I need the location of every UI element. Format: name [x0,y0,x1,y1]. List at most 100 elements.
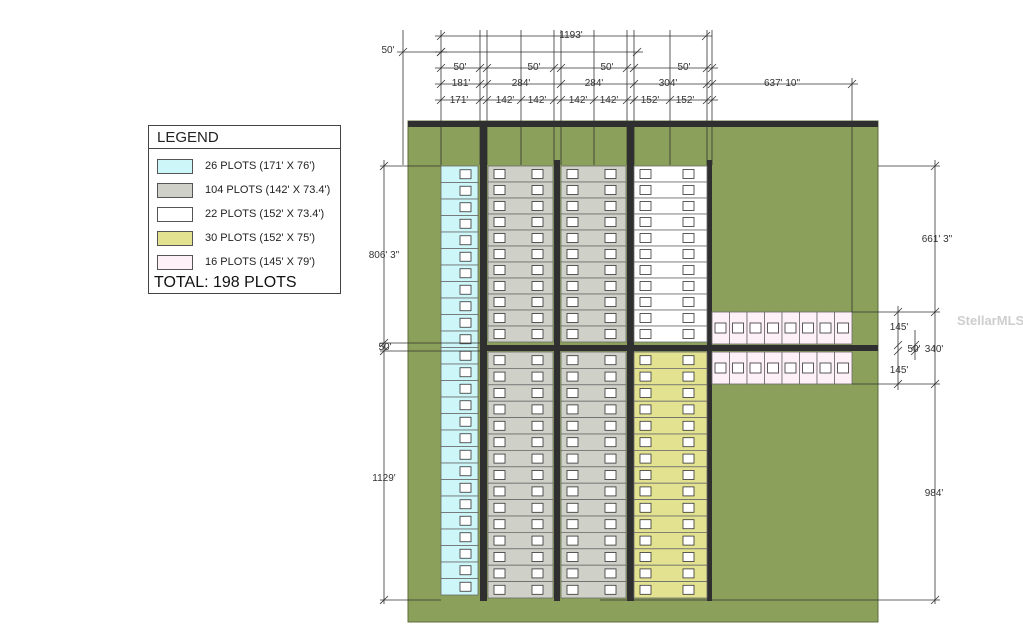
white-block-plot-marker [639,329,652,339]
pink-row-plot-marker [784,322,797,334]
gray-block-b-top-plot-marker [604,169,617,179]
gray-block-a-top-plot-marker [531,281,544,291]
cyan-column-plot [440,413,479,431]
cyan-column-plot [440,248,479,266]
gray-block-b-bottom-plot-marker [604,502,617,513]
cyan-column-plot [440,314,479,332]
gray-block-b-bottom-plot-marker [566,486,579,497]
legend-item-4: 30 PLOTS (152' X 75') [157,230,315,246]
dim-row4-6: 152' [641,95,660,106]
cyan-column-plot-marker [459,433,472,444]
gray-block-a-top-plot-marker [493,329,506,339]
cyan-column-plot [440,495,479,513]
cyan-column-plot [440,165,479,183]
gray-block-a-top-plot-marker [493,297,506,307]
legend-panel: LEGEND 26 PLOTS (171' X 76') 104 PLOTS (… [148,125,341,294]
gray-block-a-bottom-plot-marker [531,453,544,464]
yellow-block-plot-marker [682,584,695,595]
gray-block-b-top-plot-marker [604,185,617,195]
yellow-block-plot-marker [682,371,695,382]
yellow-block-plot-marker [639,420,652,431]
gray-block-b-bottom-plot-marker [566,519,579,530]
pink-row-plot-marker [819,362,832,374]
legend-swatch-5 [157,254,193,270]
gray-block-a-bottom-plot-marker [493,584,506,595]
yellow-block-plot-marker [639,519,652,530]
cyan-column-plot [440,281,479,299]
gray-block-a-bottom-plot-marker [531,552,544,562]
dim-right-group: 340' [925,344,944,355]
yellow-block-plot-marker [639,355,652,366]
white-block-plot-marker [639,169,652,179]
yellow-block-plot-marker [682,355,695,366]
cyan-column-plot-marker [459,334,472,345]
gray-block-a-bottom-plot-marker [493,388,506,398]
gray-block-a-top-plot-marker [531,233,544,243]
gray-block-a-top-plot-marker [493,281,506,291]
gray-block-b-top-plot-marker [566,233,579,243]
legend-title: LEGEND [149,126,340,149]
legend-swatch-1 [157,158,193,174]
dim-row4-4: 142' [569,95,588,106]
pink-row-plot-marker [767,362,779,374]
yellow-block-plot-marker [639,535,652,546]
white-block-plot-marker [682,265,695,275]
legend-item-3: 22 PLOTS (152' X 73.4') [157,206,324,222]
gray-block-b-top-plot-marker [604,329,617,339]
gray-block-b-top-plot-marker [604,201,617,211]
cyan-column-plot [440,528,479,546]
white-block-plot-marker [639,313,652,323]
road-middle-vertical [554,160,560,601]
cyan-column-plot-marker [459,317,472,328]
cyan-column-plot-marker [459,565,472,576]
gray-block-b-top-plot-marker [566,169,579,179]
white-block-plot-marker [682,217,695,227]
dim-tick [893,307,903,317]
gray-block-b-bottom-plot-marker [604,404,617,415]
pink-row-plot-marker [714,322,727,334]
cyan-column-plot [440,545,479,563]
cyan-column-plot-marker [459,235,472,246]
road-east-west [480,345,878,351]
legend-label-1: 26 PLOTS (171' X 76') [205,160,315,172]
gray-block-b-top-plot-marker [566,297,579,307]
cyan-column-plot-marker [459,301,472,312]
dim-row3-1: 181' [452,78,471,89]
white-block-plot-marker [682,233,695,243]
white-block-plot-marker [639,249,652,259]
white-block-plot-marker [639,297,652,307]
cyan-column-plot-marker [459,218,472,229]
cyan-column-plot [440,330,479,348]
yellow-block-plot-marker [682,486,695,497]
cyan-column-plot-marker [459,367,472,378]
cyan-column-plot [440,396,479,414]
yellow-block-plot-marker [682,420,695,431]
gray-block-b-bottom-plot-marker [566,568,579,579]
legend-item-5: 16 PLOTS (145' X 79') [157,254,315,270]
pink-row-plot-marker [819,322,832,334]
cyan-column-plot-marker [459,548,472,559]
dim-tick [893,340,903,350]
cyan-column-plot [440,215,479,233]
gray-block-b-bottom-plot-marker [604,355,617,366]
gray-block-a-bottom-plot-marker [493,437,506,448]
gray-block-b-bottom-plot-marker [604,584,617,595]
legend-label-4: 30 PLOTS (152' X 75') [205,232,315,244]
pink-row-plot-marker [784,362,797,374]
cyan-column-plot [440,578,479,596]
dim-row2-1: 50' [453,62,466,73]
gray-block-a-top-plot-marker [531,201,544,211]
legend-item-1: 26 PLOTS (171' X 76') [157,158,315,174]
cyan-column-plot [440,446,479,464]
dim-row2-3: 50' [600,62,613,73]
yellow-block-plot-marker [682,519,695,530]
pink-row-plot-marker [749,362,762,374]
gray-block-a-bottom-plot-marker [493,355,506,366]
gray-block-b-top-plot-marker [566,265,579,275]
gray-block-a-bottom-plot-marker [493,568,506,579]
legend-swatch-4 [157,230,193,246]
gray-block-b-bottom-plot-marker [566,502,579,513]
gray-block-b-bottom-plot-marker [604,371,617,382]
cyan-column-plot-marker [459,251,472,262]
